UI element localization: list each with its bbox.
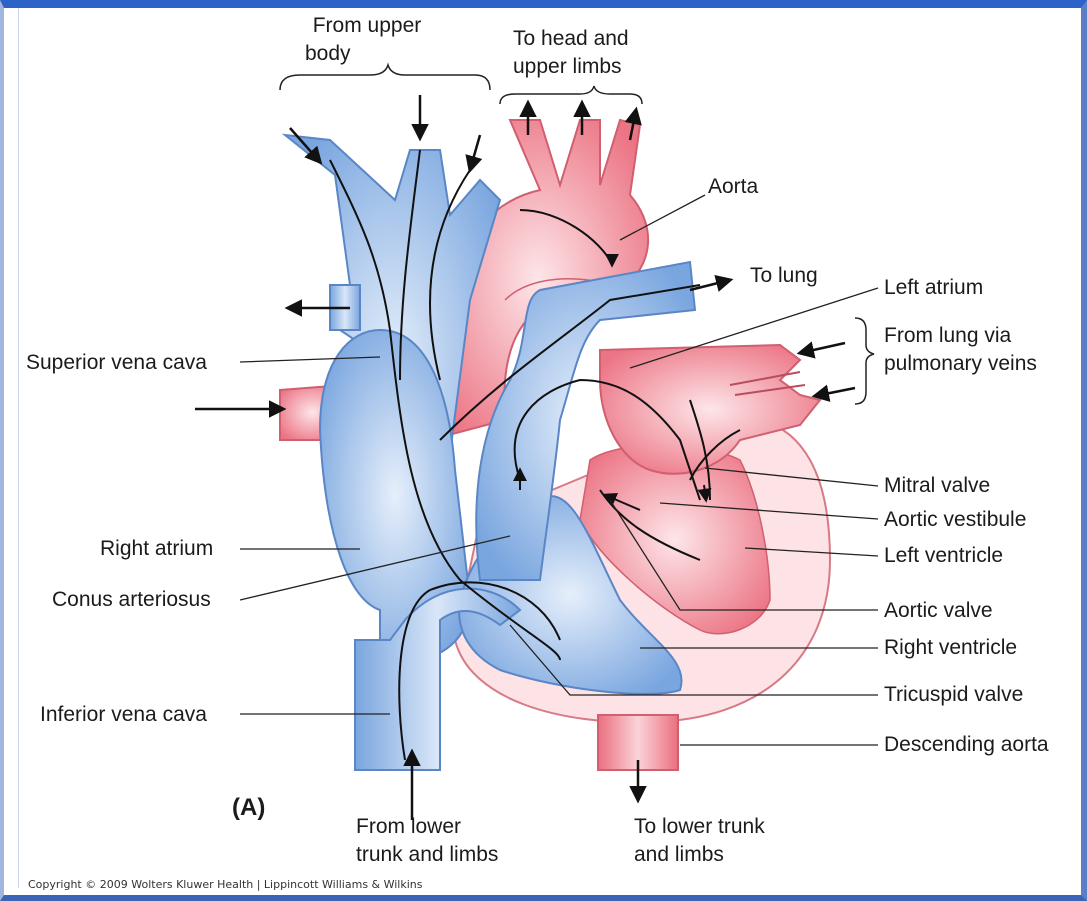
- label-descending-aorta: Descending aorta: [884, 733, 1049, 756]
- brace-pulm-veins: [854, 317, 875, 405]
- arrow-pv-1: [796, 341, 846, 359]
- label-from-lung-pulmonary-veins: From lung via pulmonary veins: [884, 324, 1037, 375]
- label-to-head-upper-limbs: To head and upper limbs: [513, 27, 629, 78]
- label-superior-vena-cava: Superior vena cava: [26, 351, 207, 374]
- brace-upper-body: [279, 62, 491, 91]
- label-from-upper-body: From upper body: [305, 14, 422, 65]
- leader-conus: [239, 535, 511, 601]
- label-to-lower-trunk-limbs: To lower trunk and limbs: [634, 815, 765, 866]
- label-aorta: Aorta: [708, 175, 759, 198]
- arrow-upper-body-right: [465, 134, 483, 174]
- copyright-notice: Copyright © 2009 Wolters Kluwer Health |…: [28, 878, 423, 891]
- inner-border: [18, 8, 19, 888]
- brace-head-limbs: [499, 85, 643, 105]
- label-right-ventricle: Right ventricle: [884, 636, 1018, 659]
- arrow-head-3: [624, 106, 642, 141]
- label-left-ventricle: Left ventricle: [884, 544, 1004, 567]
- leader-left-atrium: [629, 287, 879, 369]
- label-aortic-valve: Aortic valve: [884, 599, 993, 622]
- arrow-to-lung: [689, 274, 734, 292]
- inferior-vena-cava-shape: [354, 587, 522, 771]
- leader-tricuspid: [509, 624, 878, 696]
- leader-svc: [239, 356, 381, 363]
- label-right-atrium: Right atrium: [100, 537, 214, 560]
- label-tricuspid-valve: Tricuspid valve: [884, 683, 1024, 706]
- left-atrium-shape: [599, 343, 822, 475]
- leader-aorta: [619, 194, 706, 241]
- label-left-atrium: Left atrium: [884, 276, 984, 299]
- leader-left-ventricle: [744, 547, 879, 557]
- leader-mitral: [704, 467, 879, 487]
- figure-letter: (A): [232, 794, 266, 821]
- label-to-lung: To lung: [750, 264, 818, 287]
- leader-aortic-vestibule: [659, 502, 879, 520]
- label-mitral-valve: Mitral valve: [884, 474, 991, 497]
- leader-aortic-valve: [609, 499, 878, 611]
- label-from-lower-trunk-limbs: From lower trunk and limbs: [356, 815, 499, 866]
- label-conus-arteriosus: Conus arteriosus: [52, 588, 211, 611]
- label-aortic-vestibule: Aortic vestibule: [884, 508, 1027, 531]
- label-inferior-vena-cava: Inferior vena cava: [40, 703, 207, 726]
- arrow-pv-2: [811, 384, 856, 402]
- arrow-upper-body-left: [289, 127, 323, 165]
- pulmonary-trunk-shape: [475, 260, 697, 581]
